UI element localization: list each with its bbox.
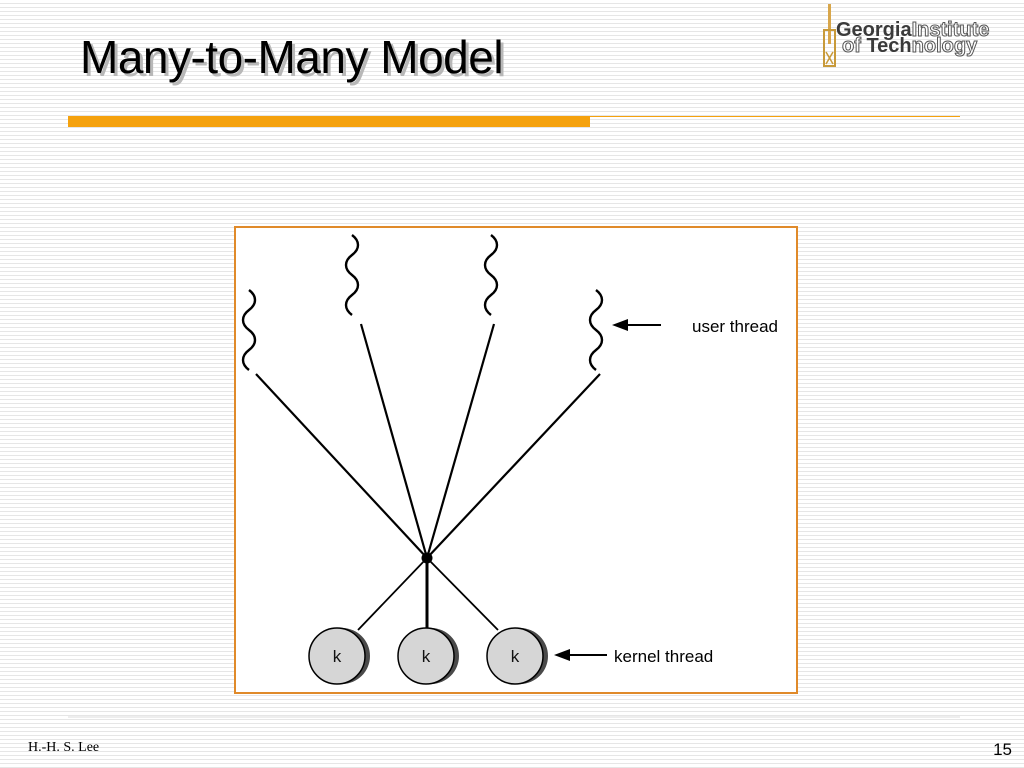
- logo-line-1: GeorgiaInstitute: [836, 19, 990, 41]
- slide-title: Many-to-Many Model: [80, 31, 504, 83]
- title-underline-thick: [68, 116, 590, 127]
- user-thread-label: user thread: [692, 317, 778, 336]
- logo-tower-icon: [823, 4, 836, 67]
- kernel-thread-label: kernel thread: [614, 647, 713, 666]
- user-thread-arrow: [612, 319, 661, 331]
- georgia-tech-logo: GeorgiaInstitute of Technology: [820, 2, 1015, 72]
- kernel-thread-3: [486, 627, 548, 685]
- user-link-2: [359, 323, 429, 559]
- kernel-thread-arrow: [554, 649, 607, 661]
- user-link-1: [255, 373, 428, 559]
- user-link-4: [426, 373, 601, 559]
- kernel-label-3: k: [511, 647, 520, 666]
- kernel-thread-2: [397, 627, 459, 685]
- kernel-label-1: k: [333, 647, 342, 666]
- user-link-3: [425, 323, 496, 559]
- kernel-link-3: [426, 557, 499, 631]
- footer-divider: [68, 716, 960, 718]
- slide-author: H.-H. S. Lee: [28, 740, 100, 755]
- kernel-label-2: k: [422, 647, 431, 666]
- kernel-link-1: [357, 557, 428, 631]
- page-number: 15: [993, 740, 1012, 759]
- many-to-many-diagram: k k k user thread kernel thread: [234, 226, 798, 694]
- user-thread-2: [344, 234, 360, 316]
- kernel-thread-1: [308, 627, 370, 685]
- logo-line-2: of Technology: [841, 35, 978, 57]
- thread-diagram: k k k user thread kernel thread: [241, 234, 778, 685]
- user-thread-3: [483, 234, 499, 316]
- title-underline-thin: [590, 116, 960, 117]
- user-thread-4: [588, 289, 604, 371]
- user-thread-1: [241, 289, 257, 371]
